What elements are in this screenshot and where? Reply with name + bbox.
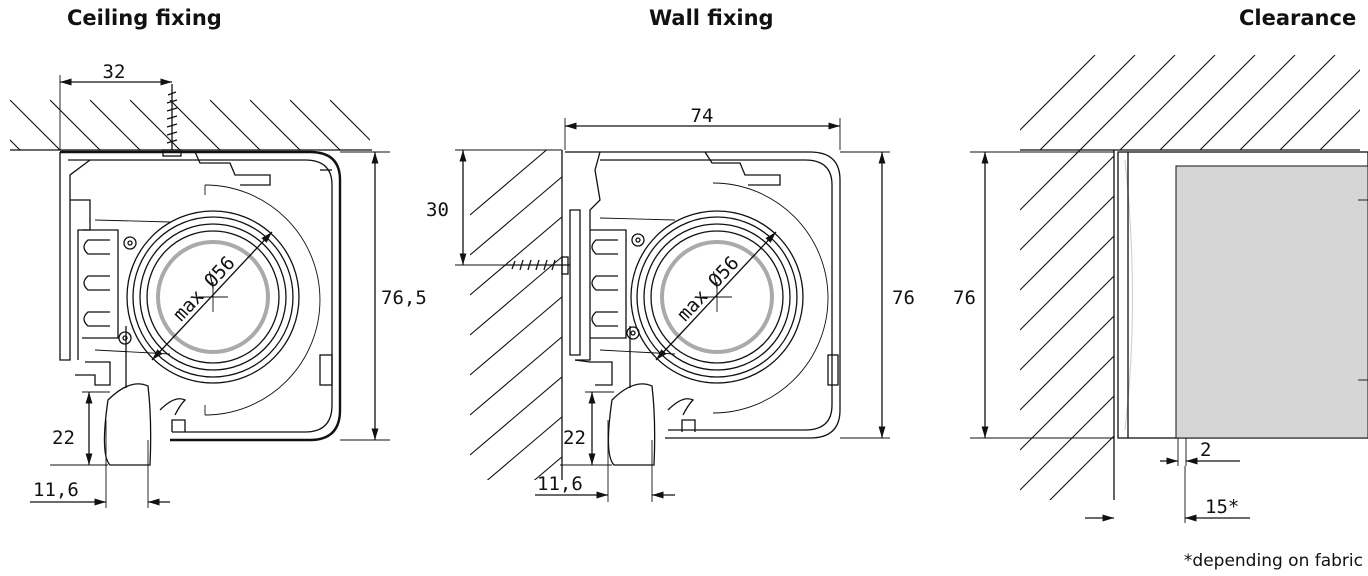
ceiling-dim-76-5: 76,5 (381, 287, 427, 309)
ceiling-screw (162, 84, 182, 157)
ceiling-end-cap-arc (204, 184, 321, 416)
wall-screw (505, 256, 570, 275)
clearance-dim-2: 2 (1200, 439, 1211, 461)
ceiling-bottom-bar (103, 383, 152, 466)
clearance-cassette-side (1117, 151, 1368, 439)
ceiling-cassette-housing (59, 150, 342, 442)
wall-dim-11-6: 11,6 (537, 473, 583, 495)
wall-dimensions: 74 30 76 22 11,6 (426, 105, 915, 502)
ceiling-dim-32: 32 (103, 61, 126, 83)
ceiling-fixing-panel: max Ø56 32 76,5 22 11,6 (10, 61, 427, 508)
ceiling-fixing-title: Ceiling fixing (67, 6, 222, 30)
ceiling-fabric-roll: max Ø56 (125, 210, 300, 388)
fabric-footnote: *depending on fabric (1184, 551, 1363, 571)
wall-cassette-housing (565, 151, 841, 439)
clearance-dim-15: 15* (1205, 496, 1239, 518)
clearance-dimensions: 76 2 15* (953, 151, 1250, 523)
ceiling-guide-line (94, 219, 171, 223)
clearance-panel: 76 2 15* *depending on fabric (953, 55, 1368, 571)
wall-bottom-bar (607, 383, 656, 466)
wall-guide-line (599, 217, 676, 221)
wall-dim-22: 22 (563, 427, 586, 449)
ceiling-dimensions: 32 76,5 22 11,6 (30, 61, 427, 508)
wall-dim-74: 74 (691, 105, 714, 127)
clearance-title: Clearance (1239, 6, 1357, 30)
ceiling-dim-22: 22 (52, 427, 75, 449)
wall-fixing-panel: max Ø56 74 30 76 22 11,6 (426, 105, 915, 502)
ceiling-roll-diameter: max Ø56 (169, 252, 240, 326)
clearance-dim-76: 76 (953, 287, 976, 309)
wall-hatching (470, 150, 563, 480)
ceiling-hatching (10, 100, 372, 151)
wall-roll-diameter: max Ø56 (673, 252, 744, 326)
wall-fabric-roll: max Ø56 (629, 210, 804, 388)
wall-bracket-slots (590, 229, 645, 340)
wall-dim-76: 76 (892, 287, 915, 309)
wall-fixing-title: Wall fixing (649, 6, 774, 30)
clearance-fabric (1175, 165, 1368, 439)
wall-end-cap-arc (712, 182, 829, 414)
clearance-hatching (1020, 55, 1360, 500)
ceiling-bracket-slots (82, 229, 137, 345)
ceiling-dim-11-6: 11,6 (33, 479, 79, 501)
wall-dim-30: 30 (426, 199, 449, 221)
